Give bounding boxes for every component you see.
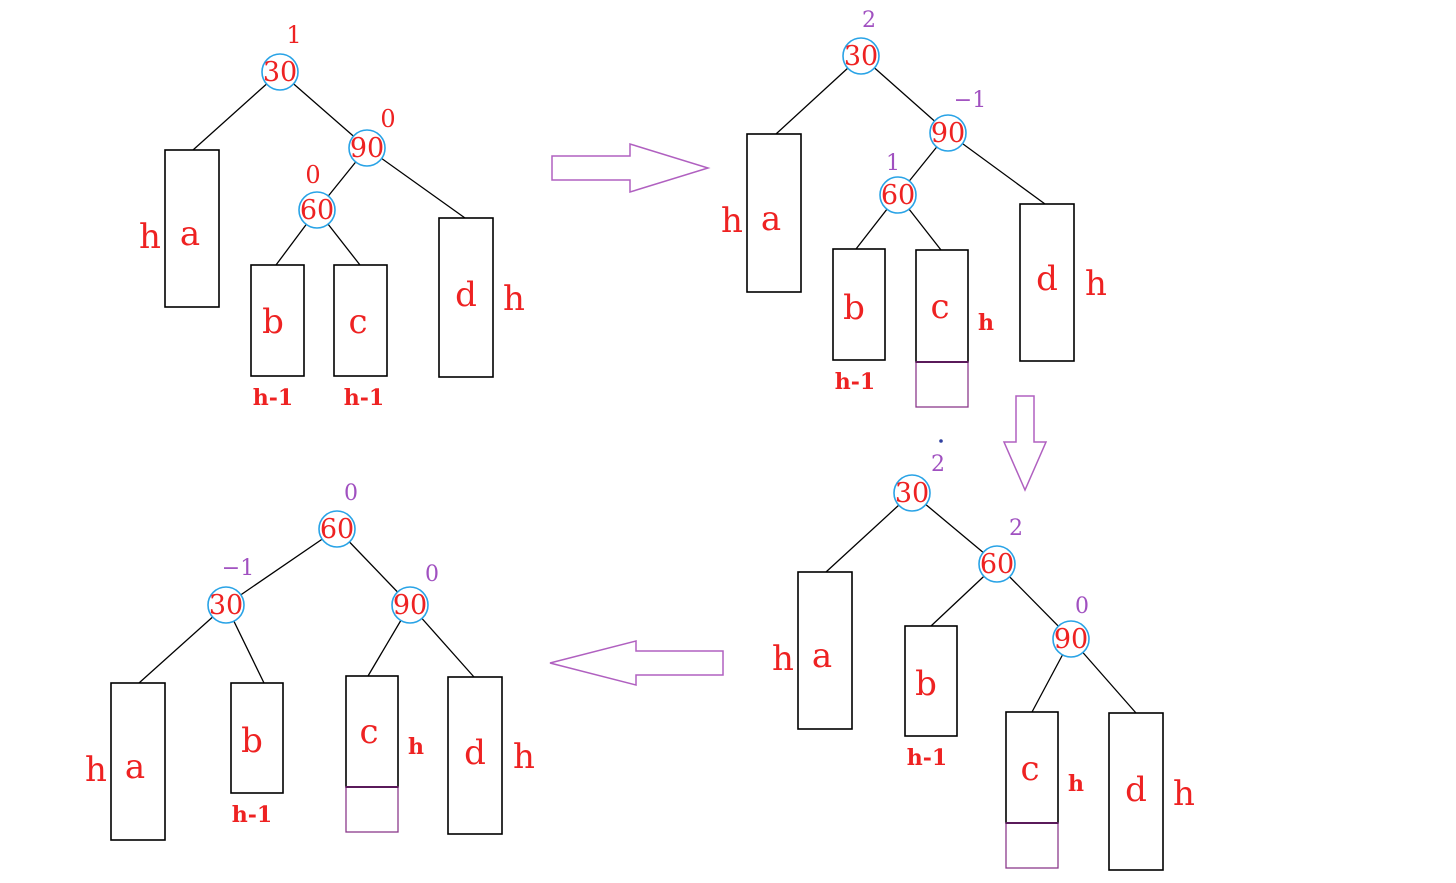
- node-30-key: 30: [209, 590, 243, 621]
- height-d: h: [513, 737, 535, 777]
- node-30: 30: [207, 586, 245, 624]
- subtree-c-growth: [915, 361, 969, 408]
- bf-90: 0: [380, 105, 395, 133]
- bf-90: 0: [1075, 594, 1089, 619]
- node-90: 90: [391, 586, 429, 624]
- height-a: h: [772, 639, 794, 679]
- node-60: 60: [298, 191, 336, 229]
- node-30-key: 30: [263, 57, 297, 88]
- bf-30: 2: [862, 8, 876, 33]
- node-90-key: 90: [350, 133, 384, 164]
- label-d: d: [1036, 259, 1058, 299]
- label-a: a: [125, 747, 145, 787]
- height-a: h: [139, 217, 161, 257]
- bf-60: 1: [886, 151, 900, 176]
- subtree-d: [1108, 712, 1164, 871]
- bf-60: 2: [1009, 516, 1023, 541]
- bf-60: 0: [344, 481, 358, 506]
- subtree-b: [250, 264, 305, 377]
- height-a: h: [85, 750, 107, 790]
- bf-30: 2: [931, 452, 945, 477]
- panel-initial: 30 90 60 1 0 0 a b c d h h-1 h-1 h: [139, 21, 525, 411]
- panel-after-insert: 30 90 60 2 −1 1 a b c d h h-1 h h: [721, 8, 1107, 408]
- node-30-key: 30: [844, 41, 878, 72]
- bf-60: 0: [305, 161, 320, 189]
- bf-90: 0: [425, 562, 439, 587]
- height-d: h: [1085, 264, 1107, 304]
- subtree-d: [447, 676, 503, 835]
- label-a: a: [180, 214, 200, 254]
- label-b: b: [915, 664, 937, 704]
- label-a: a: [761, 199, 781, 239]
- panel-after-right-rotation: 30 60 90 2 2 0 a b c d h h-1 h h: [772, 439, 1195, 871]
- height-b: h-1: [232, 802, 272, 828]
- label-c: c: [348, 302, 367, 342]
- subtree-c-growth: [345, 786, 399, 833]
- label-d: d: [464, 733, 486, 773]
- node-90-key: 90: [1054, 624, 1088, 655]
- subtree-a: [164, 149, 220, 308]
- node-60-key: 60: [980, 549, 1014, 580]
- arrow-right: [551, 142, 711, 194]
- height-b: h-1: [907, 745, 947, 771]
- subtree-c-growth: [1005, 822, 1059, 869]
- subtree-c: [333, 264, 388, 377]
- height-c: h: [1068, 771, 1084, 797]
- bf-90: −1: [954, 88, 986, 113]
- arrow-left: [549, 640, 724, 686]
- subtree-b: [230, 682, 284, 794]
- node-90: 90: [929, 114, 967, 152]
- node-60: 60: [879, 176, 917, 214]
- label-a: a: [812, 636, 832, 676]
- node-90-key: 90: [931, 118, 965, 149]
- height-d: h: [1173, 774, 1195, 814]
- panel-balanced: 60 30 90 0 −1 0 a b c d h h-1 h h: [85, 481, 535, 841]
- node-60-key: 60: [881, 180, 915, 211]
- subtree-d: [438, 217, 494, 378]
- bf-30: 1: [286, 21, 301, 49]
- node-60: 60: [978, 545, 1016, 583]
- bf-30: −1: [222, 556, 254, 581]
- node-30: 30: [261, 53, 299, 91]
- node-90-key: 90: [393, 590, 427, 621]
- height-d: h: [503, 279, 525, 319]
- label-b: b: [262, 302, 284, 342]
- label-b: b: [843, 288, 865, 328]
- height-c: h-1: [344, 385, 384, 411]
- node-30: 30: [842, 37, 880, 75]
- height-a: h: [721, 201, 743, 241]
- height-b: h-1: [835, 369, 875, 395]
- subtree-d: [1019, 203, 1075, 362]
- subtree-a: [746, 133, 802, 293]
- label-b: b: [241, 721, 263, 761]
- node-90: 90: [1052, 620, 1090, 658]
- subtree-b: [904, 625, 958, 737]
- subtree-a: [110, 682, 166, 841]
- height-b: h-1: [253, 385, 293, 411]
- label-c: c: [1020, 749, 1039, 789]
- arrow-down: [1002, 395, 1048, 492]
- node-60-key: 60: [320, 514, 354, 545]
- label-d: d: [455, 275, 477, 315]
- label-c: c: [930, 287, 949, 327]
- height-c: h: [408, 734, 424, 760]
- subtree-a: [797, 571, 853, 730]
- node-60: 60: [318, 510, 356, 548]
- node-60-key: 60: [300, 195, 334, 226]
- label-d: d: [1125, 770, 1147, 810]
- label-c: c: [359, 712, 378, 752]
- subtree-b: [832, 248, 886, 361]
- node-90: 90: [348, 129, 386, 167]
- node-30: 30: [893, 474, 931, 512]
- height-c: h: [978, 310, 994, 336]
- node-30-key: 30: [895, 478, 929, 509]
